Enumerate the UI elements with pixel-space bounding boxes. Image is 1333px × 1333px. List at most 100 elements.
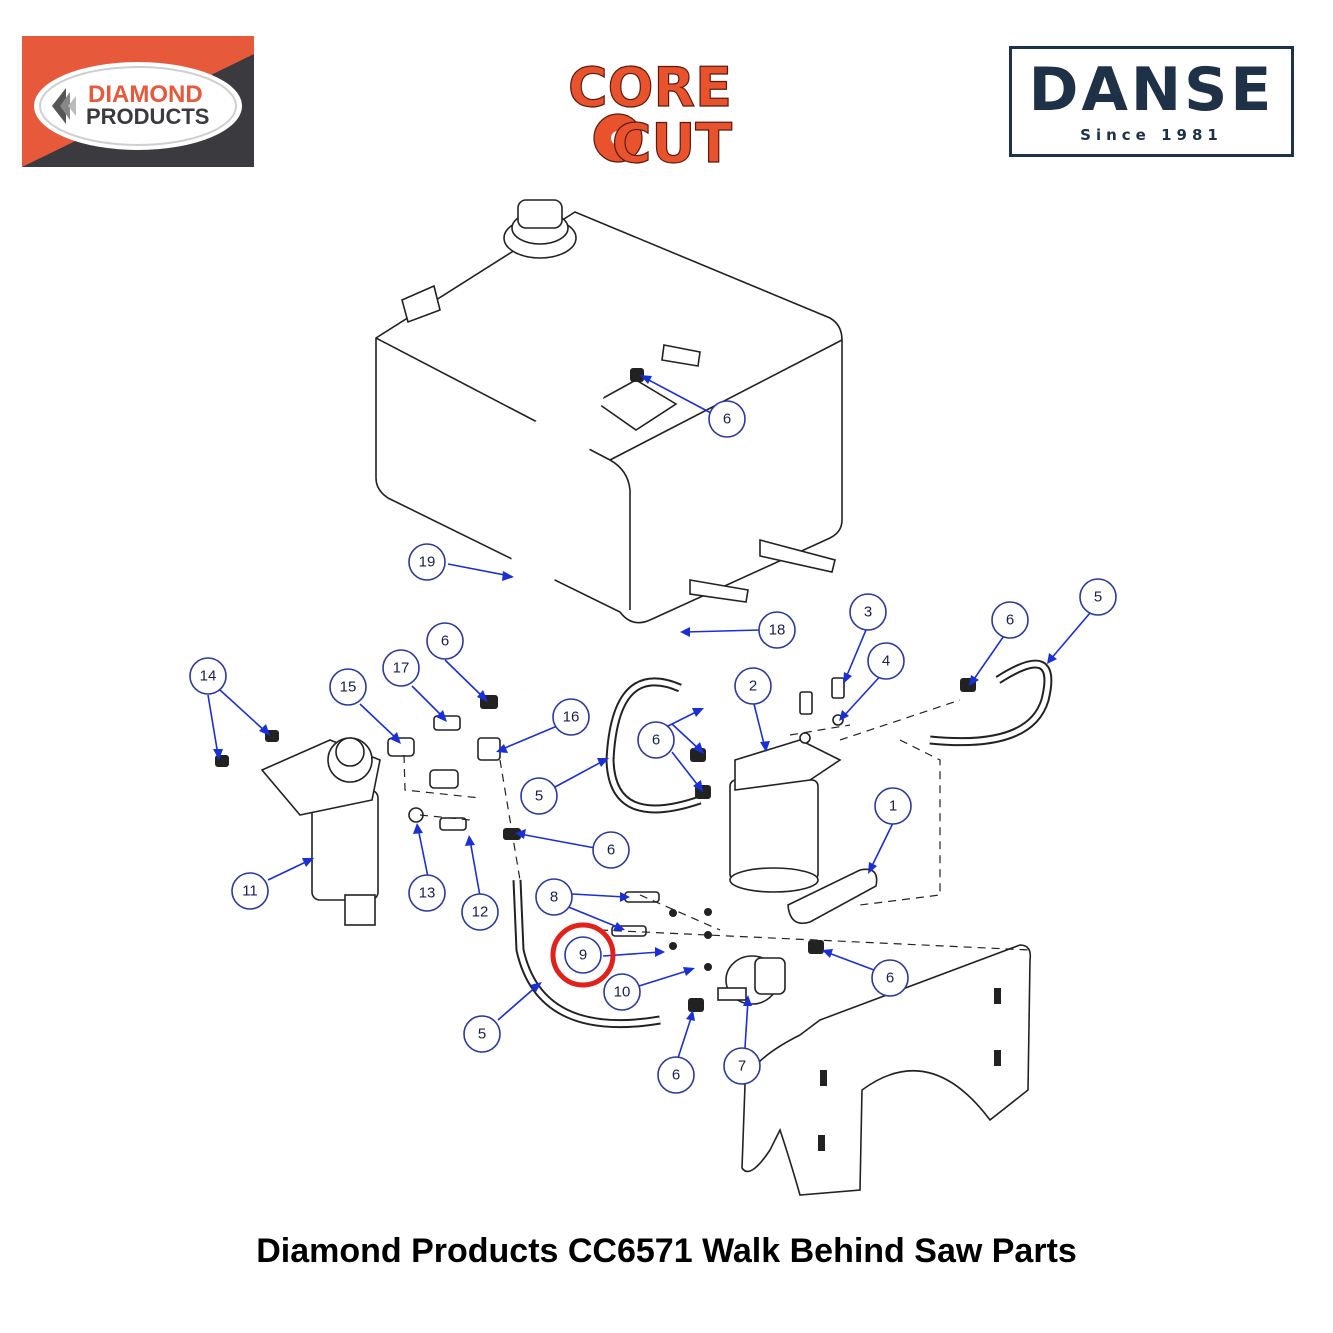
callout-label: 1 [889,798,897,815]
page-title: Diamond Products CC6571 Walk Behind Saw … [256,1232,1077,1270]
highlight-ring [550,922,616,988]
callout-label: 6 [1006,612,1014,629]
diamond-logo-line2: PRODUCTS [86,104,209,129]
callout-2: 2 [734,667,772,705]
callout-label: 3 [864,604,872,621]
callout-17: 17 [382,649,420,687]
callout-bubble [535,878,573,916]
callout-16: 16 [552,698,590,736]
diamond-logo-line1: DIAMOND [88,81,203,108]
callout-9: 9 [550,922,616,988]
callout-bubble [849,593,887,631]
callout-bubble [637,721,675,759]
danse-logo-since: Since 1981 [1080,126,1223,144]
callout-bubble [871,959,909,997]
callout-bubble [723,1047,761,1085]
callout-label: 12 [472,904,489,921]
callout-label: 2 [749,678,757,695]
callout-bubble [461,893,499,931]
callout-label: 4 [882,653,890,670]
callout-14: 14 [189,657,227,695]
diamond-mark-icon [52,88,76,124]
callout-15: 15 [329,668,367,706]
callout-6: 6 [657,1056,695,1094]
callout-bubble [657,1056,695,1094]
callout-leaders [207,375,1091,1059]
callout-18: 18 [758,611,796,649]
callout-bubble [603,973,641,1011]
callout-bubble [189,657,227,695]
callout-12: 12 [461,893,499,931]
callout-label: 15 [340,679,357,696]
callout-label: 10 [614,984,631,1001]
saw-blade-icon [593,113,643,163]
callout-4: 4 [867,642,905,680]
callout-label: 6 [672,1067,680,1084]
callout-bubble [408,543,446,581]
callout-label: 19 [419,554,436,571]
callout-label: 14 [200,668,217,685]
callout-bubble [520,777,558,815]
callout-label: 17 [393,660,410,677]
callout-6: 6 [871,959,909,997]
callout-7: 7 [723,1047,761,1085]
callout-5: 5 [463,1015,501,1053]
callout-label: 9 [579,947,587,964]
callout-bubble [552,698,590,736]
callout-bubble [867,642,905,680]
callout-6: 6 [426,622,464,660]
diamond-products-logo: DIAMOND PRODUCTS [22,36,254,167]
callout-label: 6 [441,633,449,650]
callout-label: 18 [769,622,786,639]
callout-bubble [708,400,746,438]
callout-6: 6 [592,831,630,869]
callout-bubble [426,622,464,660]
callout-bubble [564,936,602,974]
callout-label: 6 [652,732,660,749]
callout-bubble [382,649,420,687]
callout-5: 5 [520,777,558,815]
danse-logo-word: DANSE [1028,55,1275,125]
fuel-tank-drawing [375,199,843,624]
callout-label: 8 [550,889,558,906]
callout-1: 1 [874,787,912,825]
callout-bubble [734,667,772,705]
callout-label: 6 [723,411,731,428]
callout-bubble [463,1015,501,1053]
callout-label: 6 [886,970,894,987]
callout-19: 19 [408,543,446,581]
callout-label: 7 [738,1058,746,1075]
callout-6: 6 [637,721,675,759]
fuel-filter-drawing [729,739,842,893]
callout-label: 5 [535,788,543,805]
callout-8: 8 [535,878,573,916]
callout-label: 13 [419,885,436,902]
callout-bubble [1079,578,1117,616]
core-cut-logo: CORE CUT [560,55,740,175]
callout-10: 10 [603,973,641,1011]
callout-bubble [329,668,367,706]
callout-label: 5 [1094,589,1102,606]
callout-bubble [874,787,912,825]
callout-bubble [592,831,630,869]
callout-bubble [231,872,269,910]
callout-5: 5 [1079,578,1117,616]
danse-logo: DANSE Since 1981 [1009,46,1294,157]
callout-13: 13 [408,874,446,912]
callout-bubble [991,601,1029,639]
callout-bubble [408,874,446,912]
fuel-pump-drawing [717,955,786,1005]
corecut-logo-line2: CUT [612,112,732,170]
callout-6: 6 [991,601,1029,639]
callout-label: 6 [607,842,615,859]
water-separator-drawing [260,737,381,926]
callout-6: 6 [708,400,746,438]
callout-label: 16 [563,709,580,726]
callout-bubble [758,611,796,649]
corecut-logo-line1: CORE [568,58,732,119]
callout-11: 11 [231,872,269,910]
callout-label: 11 [242,883,258,900]
